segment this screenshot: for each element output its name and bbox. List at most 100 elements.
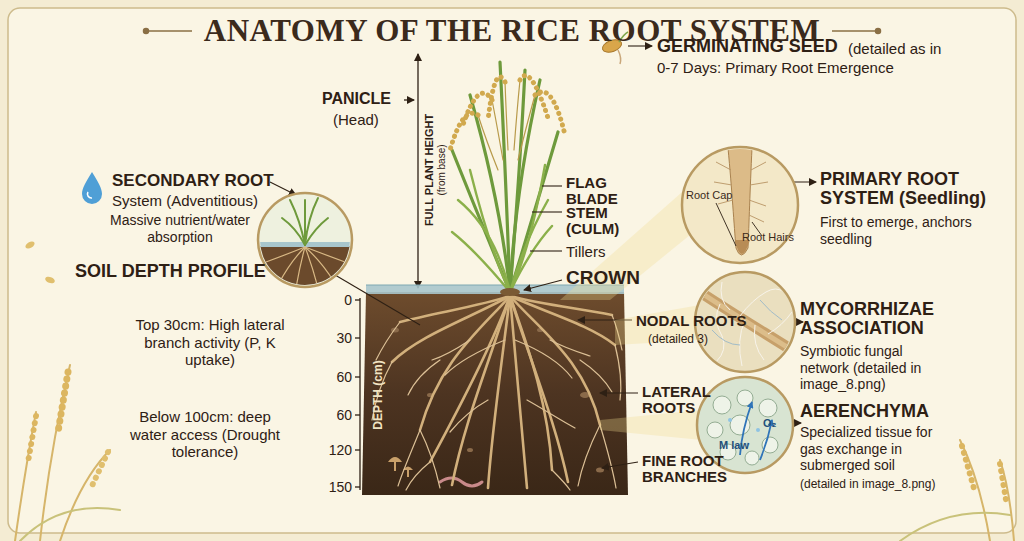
annotation-label: (from base): [436, 144, 447, 195]
rice-plant-part-part: [505, 82, 508, 150]
annotation-label: 30: [322, 330, 352, 347]
annotation-label: FLAG BLADE: [566, 175, 626, 207]
soil-block-part: [388, 457, 413, 477]
rice-plant-part-part: [488, 77, 505, 120]
root-network-part-part: [527, 400, 575, 428]
depth-axis-part: [355, 376, 360, 377]
annotation-label: (Head): [333, 111, 379, 129]
secondary-root-inset-part-part-part: [305, 198, 318, 245]
annotation-label: 0-7 Days: Primary Root Emergence: [657, 59, 894, 77]
secondary-root-inset-part-part-part: [282, 218, 305, 245]
secondary-root-inset-part-part-part: [290, 200, 305, 245]
wheat-decoration-part: [90, 452, 108, 490]
depth-axis-part: [359, 298, 360, 490]
wheat-decoration-part: [15, 412, 36, 541]
plant-leader-lines-part: [270, 182, 296, 195]
root-network-part-part: [615, 345, 621, 400]
annotation-label: Tillers: [566, 243, 605, 261]
soil-block-part-part: [388, 457, 402, 462]
annotation-label: NODAL ROOTS: [636, 313, 747, 329]
annotation-label: FINE ROOT BRANCHES: [642, 453, 752, 485]
root-network-part-part: [398, 430, 420, 486]
root-network-part: [510, 296, 552, 470]
secondary-root-inset-part: [258, 193, 352, 287]
annotation-label: 60: [322, 407, 352, 424]
wheat-decoration-part: [58, 372, 68, 432]
plant-leader-lines-part: [524, 280, 562, 290]
plant-leader-lines-part: [602, 462, 638, 468]
circle-outline: [682, 147, 798, 263]
root-network-part-part: [445, 340, 505, 375]
annotation-label: 120: [322, 442, 352, 459]
secondary-root-inset-part-part: [266, 247, 345, 288]
annotation-label: STEM (CULM): [566, 205, 630, 237]
secondary-root-inset-part-part-part: [296, 247, 305, 288]
secondary-root-inset: [255, 193, 355, 296]
root-network-part-part: [578, 425, 600, 486]
root-network-part-part: [600, 425, 616, 488]
aerenchyma-inset-part-part-part: [759, 399, 777, 417]
annotation-label: (detailed 3): [648, 332, 708, 346]
depth-axis: [355, 298, 360, 490]
primary-root-inset-part-part-part: [714, 182, 732, 185]
rice-plant-part-part: [470, 170, 510, 292]
wheat-decoration-part: [60, 450, 110, 541]
annotation-label: System (Adventitious): [112, 192, 258, 210]
soil-block-part: [440, 478, 482, 486]
primary-root-inset-part-part-part: [751, 162, 766, 170]
secondary-root-inset-part-part-part: [266, 247, 305, 262]
wheat-decoration-part: [40, 365, 70, 541]
rice-plant-part-part: [514, 80, 520, 150]
soil-block-part-part: [407, 470, 409, 477]
rice-plant: [450, 62, 565, 296]
rice-plant-part-part: [510, 80, 540, 292]
annotation-label: First to emerge, anchors seedling: [820, 214, 1005, 247]
title-ornament-part: [144, 29, 149, 34]
secondary-root-inset-part-part-part: [305, 247, 345, 262]
title-ornament-part: [148, 30, 192, 32]
height-arrow-part: [417, 54, 418, 288]
root-network-part-part: [450, 400, 488, 432]
inset-label: O₂: [763, 417, 776, 429]
depth-axis-part: [355, 486, 360, 487]
circle-border: [682, 147, 798, 263]
seed-icon-part: [618, 50, 621, 64]
root-network-part-part: [406, 462, 430, 490]
root-network-part: [452, 296, 510, 485]
aerenchyma-inset-part-part-part: [728, 418, 732, 422]
annotation-label: FULL PLANT HEIGHT: [423, 114, 435, 226]
mycorrhizae-inset-part-part-part: [754, 325, 764, 360]
root-network-part: [510, 296, 568, 482]
soil-block-part: [362, 292, 628, 495]
root-network-part: [400, 296, 510, 322]
wheat-decoration-part: [28, 416, 36, 462]
rice-plant-part-part: [510, 226, 552, 292]
height-arrow-part: [404, 99, 414, 100]
annotation-label: (detailed as in: [848, 40, 941, 58]
rice-plant-part: [450, 76, 565, 150]
annotation-label: GERMINATING SEED: [657, 37, 838, 56]
rice-plant-part-part: [450, 113, 478, 150]
primary-root-inset-part-part: [716, 203, 736, 246]
annotation-label: CROWN: [566, 268, 640, 288]
rice-plant-part: [452, 165, 552, 292]
annotation-label: SECONDARY ROOT: [112, 172, 274, 190]
background-part: [8, 8, 1016, 533]
title-ornament-part: [832, 30, 876, 32]
annotation-label: Massive nutrient/water absorption: [105, 212, 255, 245]
water-drop-part: [87, 192, 92, 198]
soil-block-part-part: [394, 462, 396, 471]
root-network-part-part: [432, 340, 470, 360]
aerenchyma-inset-part-part: [740, 402, 772, 460]
rice-plant-part: [452, 62, 558, 292]
aerenchyma-inset-part-part-part: [707, 422, 723, 438]
rice-plant-part-part: [458, 200, 510, 292]
annotation-label: PRIMARY ROOT SYSTEM (Seedling): [820, 170, 1010, 208]
plant-leader-lines-part: [330, 272, 420, 325]
annotation-label: LATERAL ROOTS: [642, 384, 722, 416]
root-network-part-part: [420, 430, 440, 488]
secondary-root-inset-part-part-part: [305, 218, 328, 245]
annotation-label: 0: [322, 292, 352, 309]
